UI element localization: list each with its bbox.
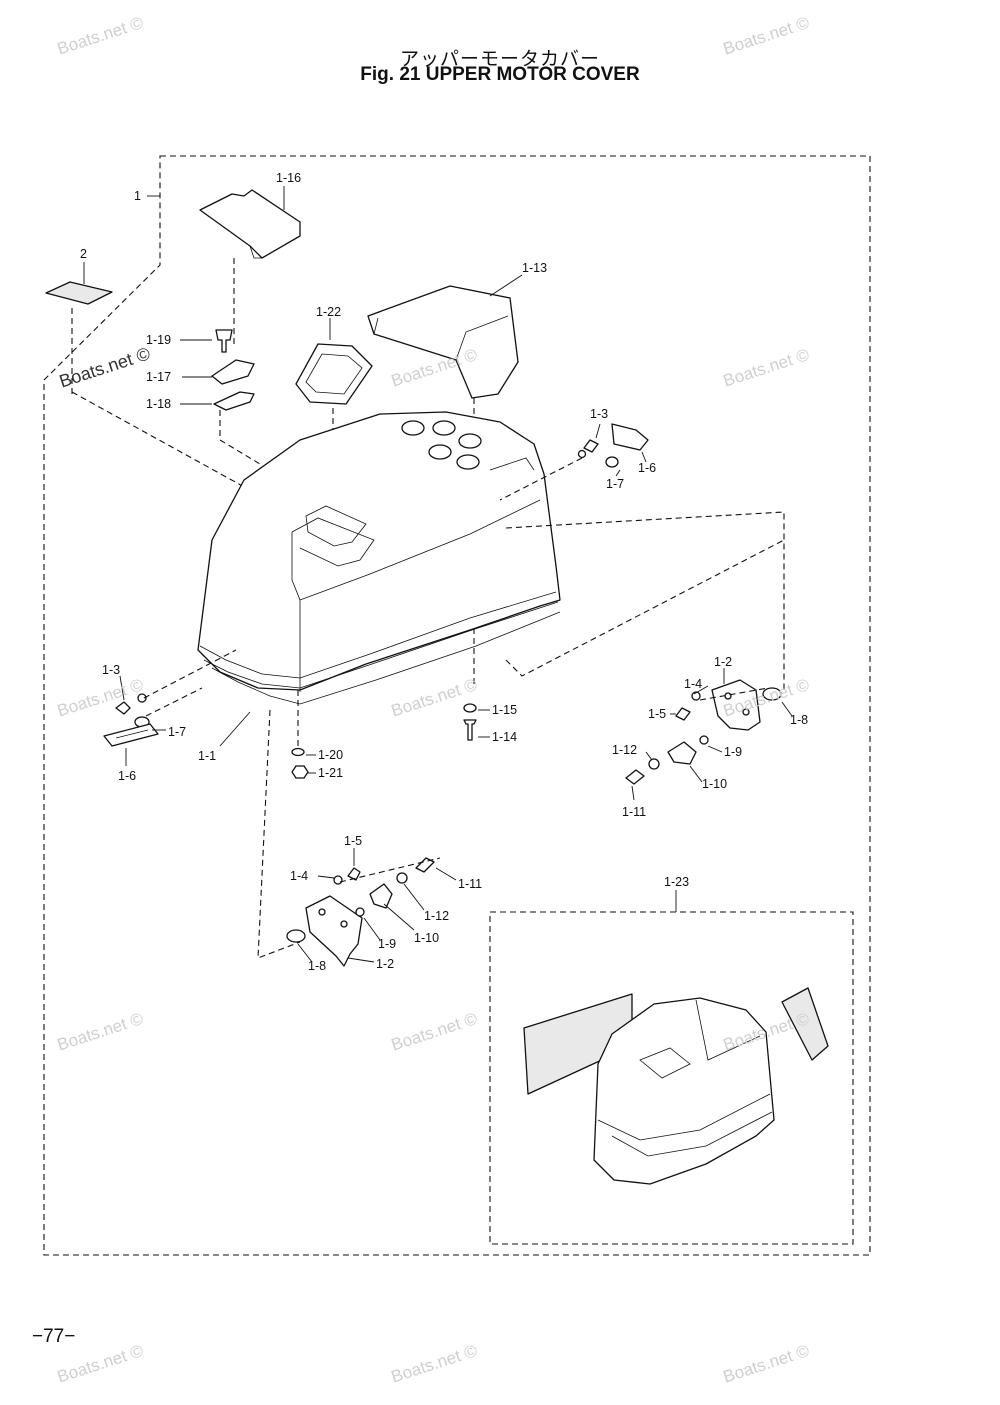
label-1-8-right: 1-8 [790, 713, 808, 727]
label-1-11-right: 1-11 [622, 805, 646, 819]
lower-clamp-1-10 [369, 883, 393, 909]
label-1-6-right: 1-6 [638, 461, 656, 475]
label-1-3-right: 1-3 [590, 407, 608, 421]
label-1-21: 1-21 [318, 766, 343, 780]
label-1-12-right: 1-12 [612, 743, 637, 757]
label-1-11-lower: 1-11 [458, 877, 482, 891]
label-1-18: 1-18 [146, 397, 171, 411]
nut-1-21 [291, 765, 309, 779]
label-1-12-lower: 1-12 [424, 909, 449, 923]
label-1-10-lower: 1-10 [414, 931, 439, 945]
label-1-7-left: 1-7 [168, 725, 186, 739]
label-2: 2 [80, 247, 87, 261]
label-1-8-lower: 1-8 [308, 959, 326, 973]
page-number: −77− [32, 1326, 76, 1347]
label-1-1: 1-1 [198, 749, 216, 763]
inset-decal-right [781, 987, 829, 1061]
right-oring-1-8 [762, 687, 782, 701]
right-handle-part [611, 423, 649, 451]
washer-1-15 [463, 703, 477, 713]
decal-inset-box [489, 911, 854, 1245]
label-1-9-lower: 1-9 [378, 937, 396, 951]
label-1-6-left: 1-6 [118, 769, 136, 783]
latch-base-part [213, 391, 255, 411]
left-screw-part [115, 701, 131, 715]
lower-oring-1-8 [286, 929, 306, 943]
latch-plate-part [211, 359, 255, 385]
label-1-9-right: 1-9 [724, 745, 742, 759]
washer-1-20 [291, 747, 305, 757]
label-1-3-left: 1-3 [102, 663, 120, 677]
label-1-23: 1-23 [664, 875, 689, 889]
label-1-14: 1-14 [492, 730, 517, 744]
label-1-17: 1-17 [146, 370, 171, 384]
label-1-20: 1-20 [318, 748, 343, 762]
lower-bracket-1-2 [305, 895, 363, 967]
label-1-16: 1-16 [276, 171, 301, 185]
figure-title: Fig. 21 UPPER MOTOR COVER [360, 64, 640, 85]
inset-motor-cover [593, 997, 775, 1185]
label-1-15: 1-15 [492, 703, 517, 717]
latch-screw-part [215, 329, 233, 353]
grommet-part [295, 343, 373, 405]
label-1-7-right: 1-7 [606, 477, 624, 491]
right-clamp-1-10 [667, 741, 697, 765]
lid-cover-part [199, 189, 301, 259]
bolt-1-14 [463, 719, 477, 741]
label-1: 1 [134, 189, 141, 203]
assembly-boundary [43, 155, 871, 1256]
motor-cover-main [197, 411, 561, 691]
right-oring-part [605, 456, 619, 468]
label-1-13: 1-13 [522, 261, 547, 275]
label-1-5-right: 1-5 [648, 707, 666, 721]
label-1-4-lower: 1-4 [290, 869, 308, 883]
label-1-4-right: 1-4 [684, 677, 702, 691]
label-1-2-right: 1-2 [714, 655, 732, 669]
title-japanese: アッパーモータカバー [399, 48, 600, 70]
label-1-2-lower: 1-2 [376, 957, 394, 971]
label-1-22: 1-22 [316, 305, 341, 319]
left-handle-part [103, 723, 159, 747]
label-1-5-lower: 1-5 [344, 834, 362, 848]
right-bracket-1-2 [711, 679, 761, 731]
label-1-10-right: 1-10 [702, 777, 727, 791]
right-screw-part [583, 439, 599, 453]
label-1-19: 1-19 [146, 333, 171, 347]
decal-part [45, 281, 113, 305]
top-cover-part [367, 285, 519, 399]
